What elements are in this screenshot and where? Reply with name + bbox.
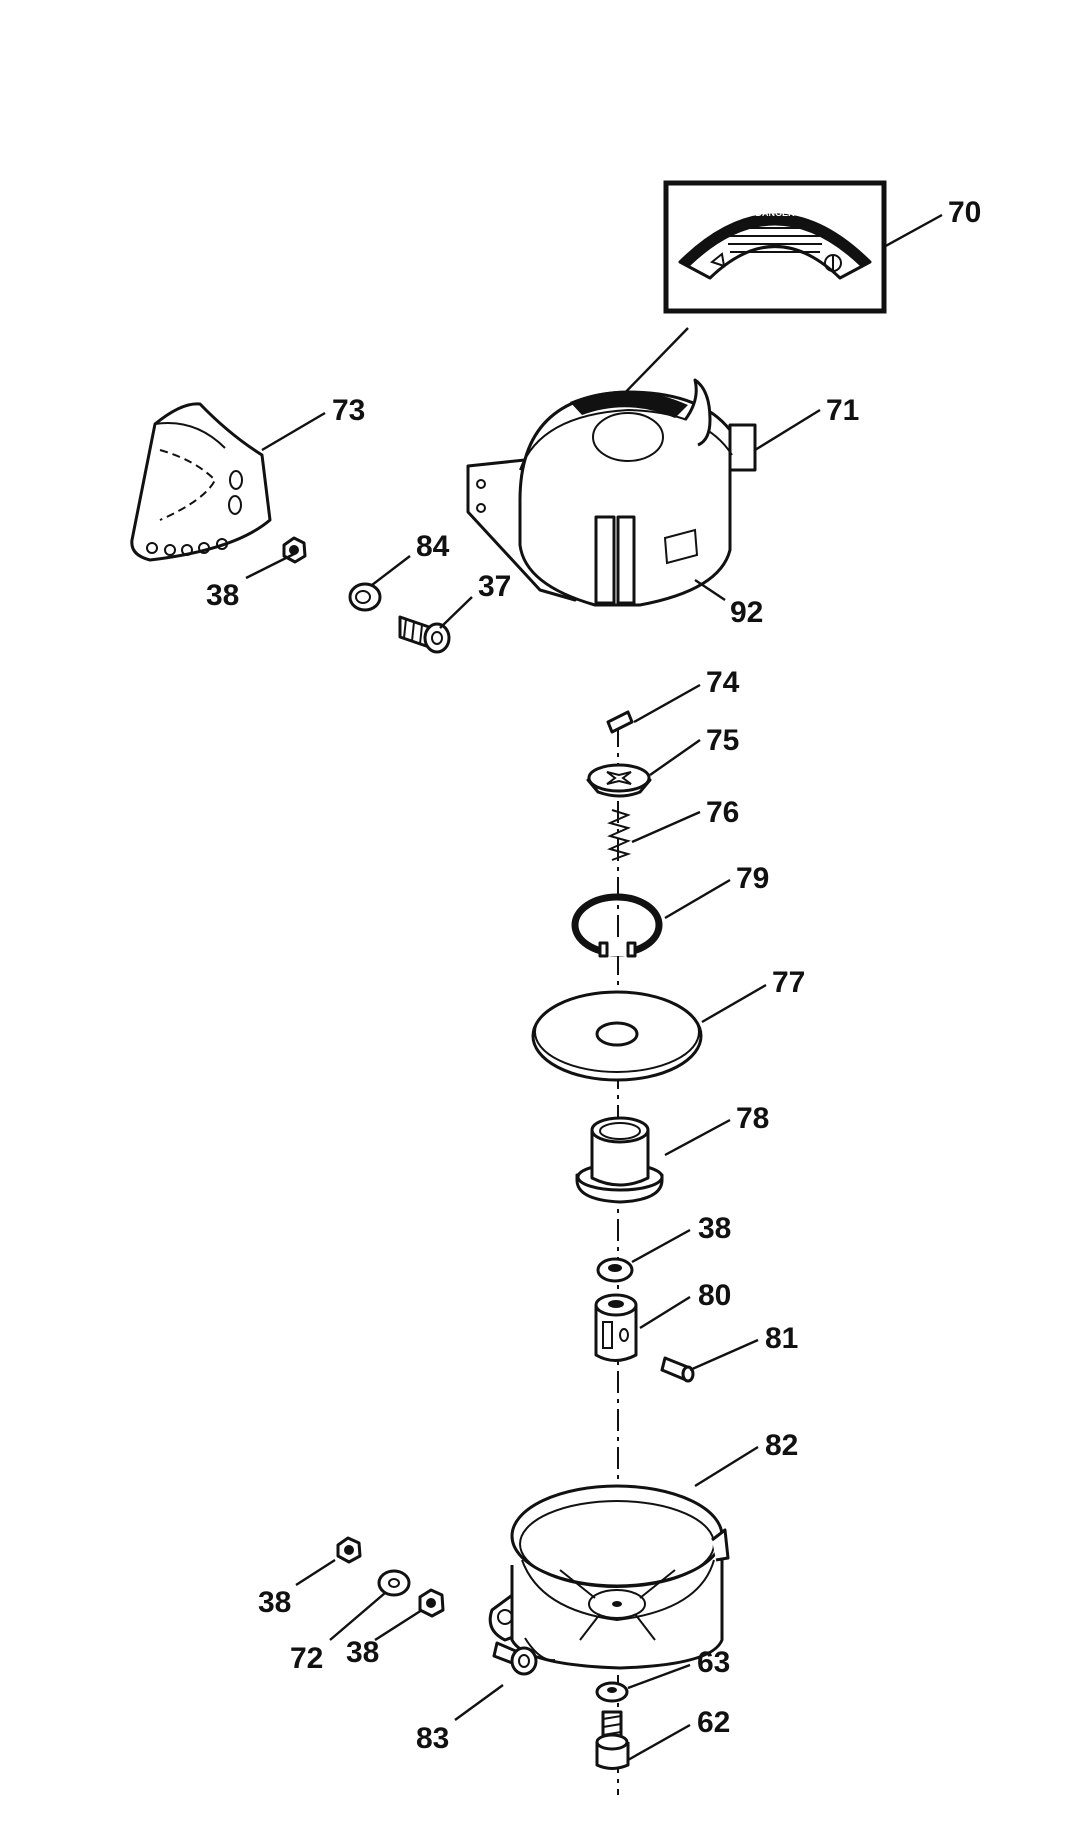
part-75-button-cap	[586, 763, 652, 798]
callout-37: 37	[478, 570, 511, 603]
part-38-nut-d	[418, 1588, 445, 1618]
part-84-grommet	[348, 582, 382, 612]
callout-82: 82	[765, 1429, 798, 1462]
part-72-washer	[377, 1569, 411, 1597]
part-37-screw	[398, 615, 451, 654]
part-78-bushing	[575, 1116, 664, 1204]
callout-72: 72	[290, 1642, 323, 1675]
callout-79: 79	[736, 862, 769, 895]
part-77-disc	[531, 990, 703, 1082]
part-74-pin	[606, 710, 634, 734]
callout-73: 73	[332, 394, 365, 427]
part-38-nut-a	[282, 536, 307, 564]
part-79-retaining-ring	[571, 893, 663, 958]
decal-heading: DANGER	[755, 208, 795, 218]
callout-74: 74	[706, 666, 740, 699]
callout-80: 80	[698, 1279, 731, 1312]
callout-labels: 70 71 73 84 37 38 92 74 75 76 79 77 78 3…	[206, 196, 981, 1755]
callout-63: 63	[697, 1646, 730, 1679]
part-62-screw	[595, 1710, 630, 1770]
callout-62: 62	[697, 1706, 730, 1739]
callout-92: 92	[730, 596, 763, 629]
callout-83: 83	[416, 1722, 449, 1755]
callout-76: 76	[706, 796, 739, 829]
part-83-screw	[492, 1641, 538, 1676]
part-81-pin	[660, 1356, 695, 1383]
callout-71: 71	[826, 394, 859, 427]
part-82-base-housing	[488, 1484, 730, 1670]
part-80-coupler	[594, 1293, 638, 1362]
part-76-spring	[607, 809, 632, 861]
callout-38-a: 38	[206, 579, 239, 612]
part-71-cover-housing	[466, 378, 757, 607]
part-70-decal: DANGER	[663, 180, 887, 314]
callout-38-d: 38	[346, 1636, 379, 1669]
callout-38-c: 38	[258, 1586, 291, 1619]
part-38-nut-c	[336, 1536, 362, 1564]
callout-75: 75	[706, 724, 739, 757]
callout-81: 81	[765, 1322, 798, 1355]
part-73-shield	[130, 402, 272, 562]
callout-84: 84	[416, 530, 450, 563]
callout-38-b: 38	[698, 1212, 731, 1245]
callout-70: 70	[948, 196, 981, 229]
callout-77: 77	[772, 966, 805, 999]
part-63-lockwasher	[595, 1681, 629, 1703]
part-38-nut-b	[596, 1257, 634, 1283]
leader-lines	[245, 213, 943, 1762]
callout-78: 78	[736, 1102, 769, 1135]
